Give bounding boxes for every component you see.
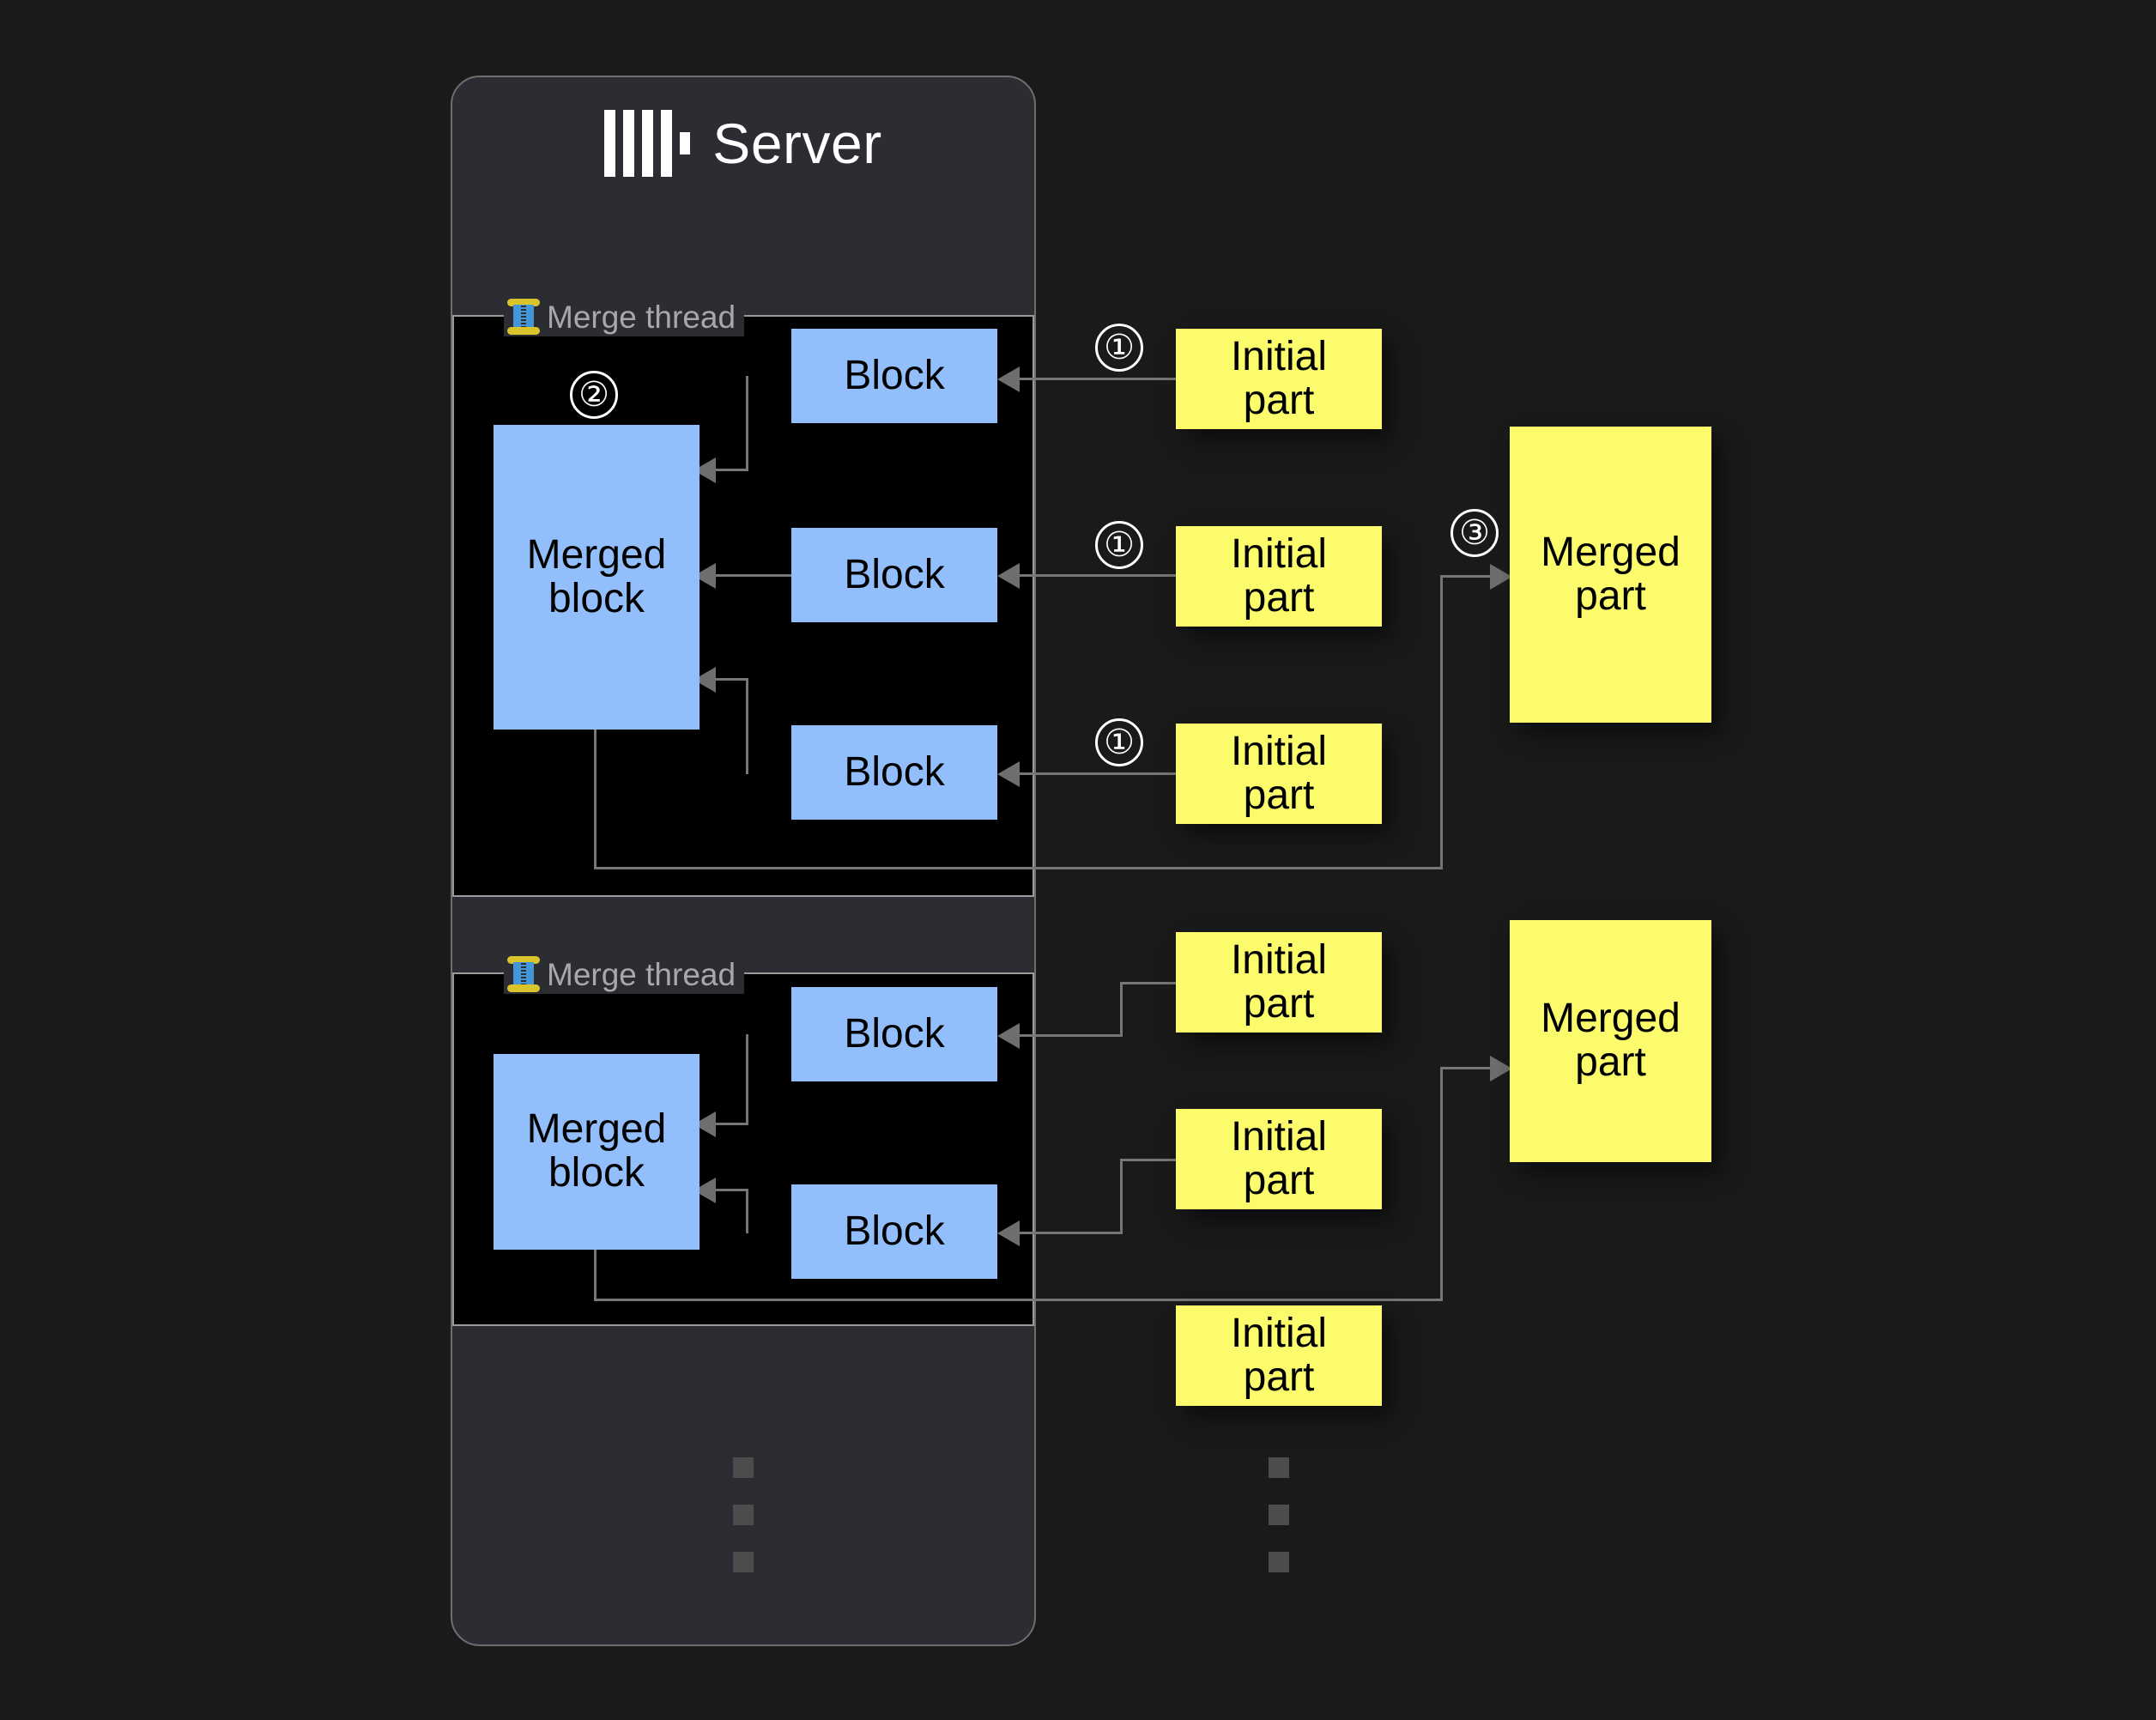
connector-merged2-into-part bbox=[1440, 1067, 1497, 1069]
connector-block1-1-h bbox=[715, 469, 748, 471]
block-1-2: Block bbox=[791, 528, 997, 622]
clickhouse-logo-icon bbox=[604, 110, 691, 177]
connector-part5-v bbox=[1120, 1159, 1123, 1233]
connector-part4-arrowhead bbox=[997, 1023, 1020, 1049]
connector-part5-h2 bbox=[1018, 1232, 1123, 1234]
connector-part2-to-block-h bbox=[1018, 574, 1178, 577]
merge-thread-label-2-text: Merge thread bbox=[547, 956, 736, 992]
connector-merged2-down bbox=[594, 1250, 597, 1301]
connector-part4-h2 bbox=[1018, 1034, 1123, 1037]
server-title-text: Server bbox=[712, 112, 882, 175]
merged-block-1-label: Merged block bbox=[526, 531, 667, 621]
merged-block-1: Merged block bbox=[494, 425, 699, 730]
connector-part5-arrowhead bbox=[997, 1220, 1020, 1246]
connector-part3-arrowhead bbox=[997, 761, 1020, 787]
connector-part3-to-block-h bbox=[1018, 772, 1178, 775]
connector-part1-to-block-h bbox=[1018, 378, 1178, 380]
step-marker-1c: ① bbox=[1095, 718, 1143, 766]
connector-block2-2-h bbox=[715, 1189, 748, 1191]
step-marker-1a: ① bbox=[1095, 324, 1143, 372]
connector-part5-h1 bbox=[1120, 1159, 1178, 1161]
connector-block2-2-v bbox=[746, 1189, 748, 1233]
connector-merged1-up bbox=[1440, 575, 1443, 869]
block-1-3: Block bbox=[791, 725, 997, 820]
server-title: Server bbox=[451, 110, 1036, 177]
block-1-1: Block bbox=[791, 329, 997, 423]
connector-block2-1-v bbox=[746, 1034, 748, 1124]
parts-vertical-ellipsis bbox=[1269, 1457, 1289, 1572]
connector-block1-2-h bbox=[715, 574, 794, 577]
step-marker-3: ③ bbox=[1450, 509, 1499, 557]
connector-merged1-across bbox=[594, 867, 1443, 869]
step-marker-2: ② bbox=[570, 371, 618, 419]
connector-block1-3-v bbox=[746, 678, 748, 774]
connector-part2-arrowhead bbox=[997, 563, 1020, 589]
merged-block-2: Merged block bbox=[494, 1054, 699, 1250]
connector-block1-1-v bbox=[746, 376, 748, 470]
server-vertical-ellipsis bbox=[733, 1457, 754, 1572]
thread-spool-icon bbox=[507, 954, 540, 994]
connector-part4-h1 bbox=[1120, 982, 1178, 984]
connector-part4-v bbox=[1120, 982, 1123, 1035]
block-2-1: Block bbox=[791, 987, 997, 1081]
connector-merged2-across bbox=[594, 1299, 1443, 1301]
merge-thread-label-2: Merge thread bbox=[504, 954, 745, 994]
thread-spool-icon bbox=[507, 297, 540, 336]
block-2-2: Block bbox=[791, 1184, 997, 1279]
connector-merged1-into-part bbox=[1440, 575, 1497, 578]
connector-block2-1-h bbox=[715, 1123, 748, 1125]
merge-thread-label-1: Merge thread bbox=[504, 297, 745, 336]
connector-block1-3-h bbox=[715, 678, 748, 681]
merged-block-2-label: Merged block bbox=[526, 1106, 667, 1196]
merge-thread-label-1-text: Merge thread bbox=[547, 299, 736, 335]
connector-part1-arrowhead bbox=[997, 366, 1020, 392]
connector-merged1-arrowhead bbox=[1490, 564, 1512, 590]
connector-merged2-up bbox=[1440, 1067, 1443, 1300]
step-marker-1b: ① bbox=[1095, 521, 1143, 569]
connector-merged2-arrowhead bbox=[1490, 1056, 1512, 1081]
connector-merged1-down bbox=[594, 730, 597, 869]
